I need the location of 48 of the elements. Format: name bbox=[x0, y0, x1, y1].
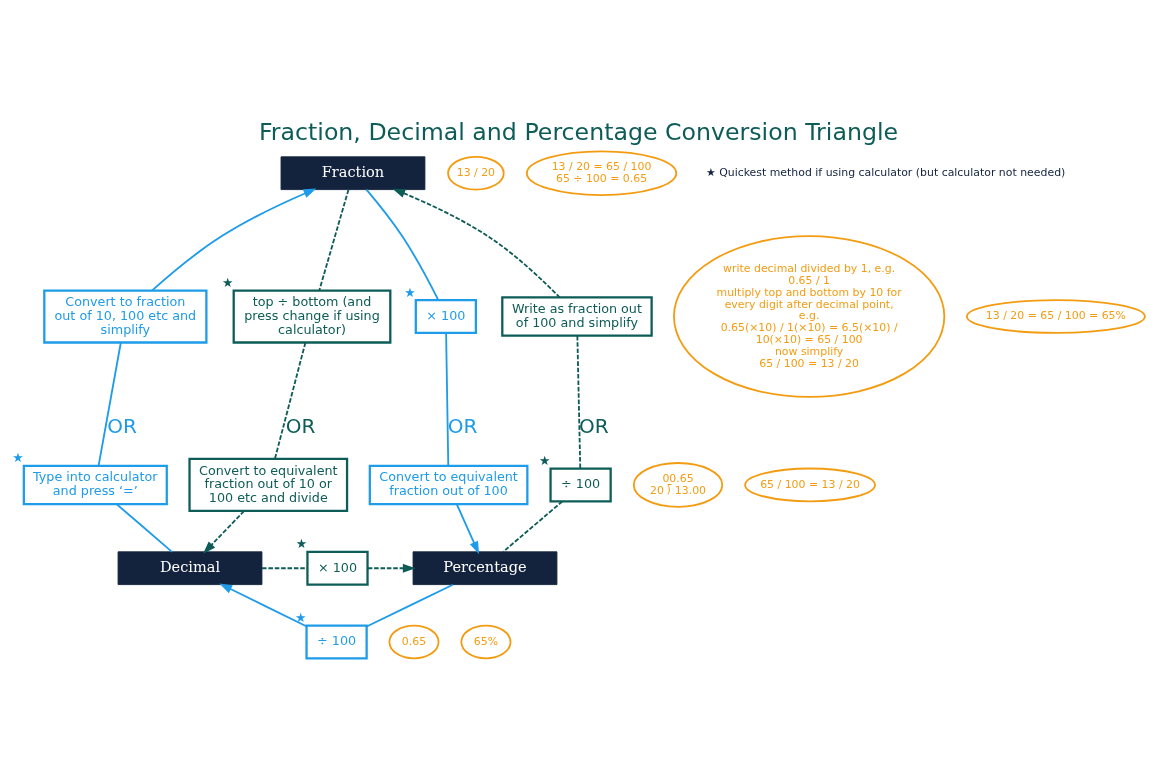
node-box: Fraction bbox=[280, 155, 426, 190]
arrow bbox=[455, 502, 480, 554]
node-box: Convert to fraction out of 10, 100 etc and simplify bbox=[43, 288, 208, 344]
diagram-title: Fraction, Decimal and Percentage Conversion Triangle bbox=[258, 117, 899, 146]
arrow bbox=[219, 583, 308, 627]
node-label: ★ bbox=[222, 274, 234, 290]
node-box: Type into calculator and press ‘=’ bbox=[22, 464, 168, 505]
node-label: ★ bbox=[404, 284, 416, 300]
connector bbox=[365, 583, 454, 627]
node-box: × 100 bbox=[306, 550, 369, 586]
edge-label: OR bbox=[107, 413, 137, 438]
connector bbox=[502, 500, 564, 553]
arrow bbox=[392, 188, 561, 298]
node-box: Convert to equivalent fraction out of 10 or 100 etc and divide bbox=[188, 457, 349, 512]
edge-label: OR bbox=[447, 413, 478, 438]
connector bbox=[274, 341, 307, 460]
legend-label: ★ Quickest method if using calculator (but calculator not needed) bbox=[705, 165, 1066, 179]
node-box: Write as fraction out of 100 and simplify bbox=[501, 295, 653, 337]
edge-label: OR bbox=[285, 413, 316, 438]
connector bbox=[318, 188, 350, 291]
node-box: ÷ 100 bbox=[549, 466, 612, 502]
node-label: ★ bbox=[538, 452, 551, 468]
node-ellipse: 13 / 20 = 65 / 100 = 65% bbox=[965, 298, 1146, 334]
node-ellipse: 0.65 bbox=[388, 624, 440, 659]
connector bbox=[576, 334, 582, 469]
connector bbox=[97, 341, 122, 467]
node-label: ★ bbox=[295, 535, 308, 551]
node-box: ÷ 100 bbox=[305, 623, 368, 659]
connector bbox=[115, 502, 173, 553]
arrow bbox=[203, 509, 245, 554]
node-ellipse: 00.65 20 ⟌ 13.00 bbox=[632, 461, 724, 508]
node-box: Convert to equivalent fraction out of 100 bbox=[368, 464, 529, 505]
node-box: Percentage bbox=[412, 550, 558, 585]
node-box: top ÷ bottom (and press change if using calculator) bbox=[232, 288, 392, 344]
node-box: Decimal bbox=[117, 550, 263, 585]
node-ellipse: 65 / 100 = 13 / 20 bbox=[744, 467, 876, 502]
node-label: ★ bbox=[294, 609, 307, 625]
node-box: × 100 bbox=[414, 298, 478, 334]
connector bbox=[445, 331, 450, 467]
node-label: ★ bbox=[12, 449, 24, 465]
edge-label: OR bbox=[578, 413, 609, 438]
connector bbox=[365, 188, 440, 301]
arrow bbox=[366, 563, 416, 573]
node-ellipse: 13 / 20 = 65 / 100 65 ÷ 100 = 0.65 bbox=[525, 149, 678, 196]
node-ellipse: 65% bbox=[460, 624, 512, 659]
node-ellipse: write decimal divided by 1, e.g. 0.65 / 1 multiply top and bottom by 10 for every digit after decimal point, e.g. 0.65(×10) / 1(×10) = 6.5(×10) / 10(×10) = 65 / 100 now simplify 65 / 100 = 13 / 20 bbox=[673, 234, 946, 398]
node-ellipse: 13 / 20 bbox=[447, 155, 505, 190]
arrow bbox=[151, 188, 317, 291]
